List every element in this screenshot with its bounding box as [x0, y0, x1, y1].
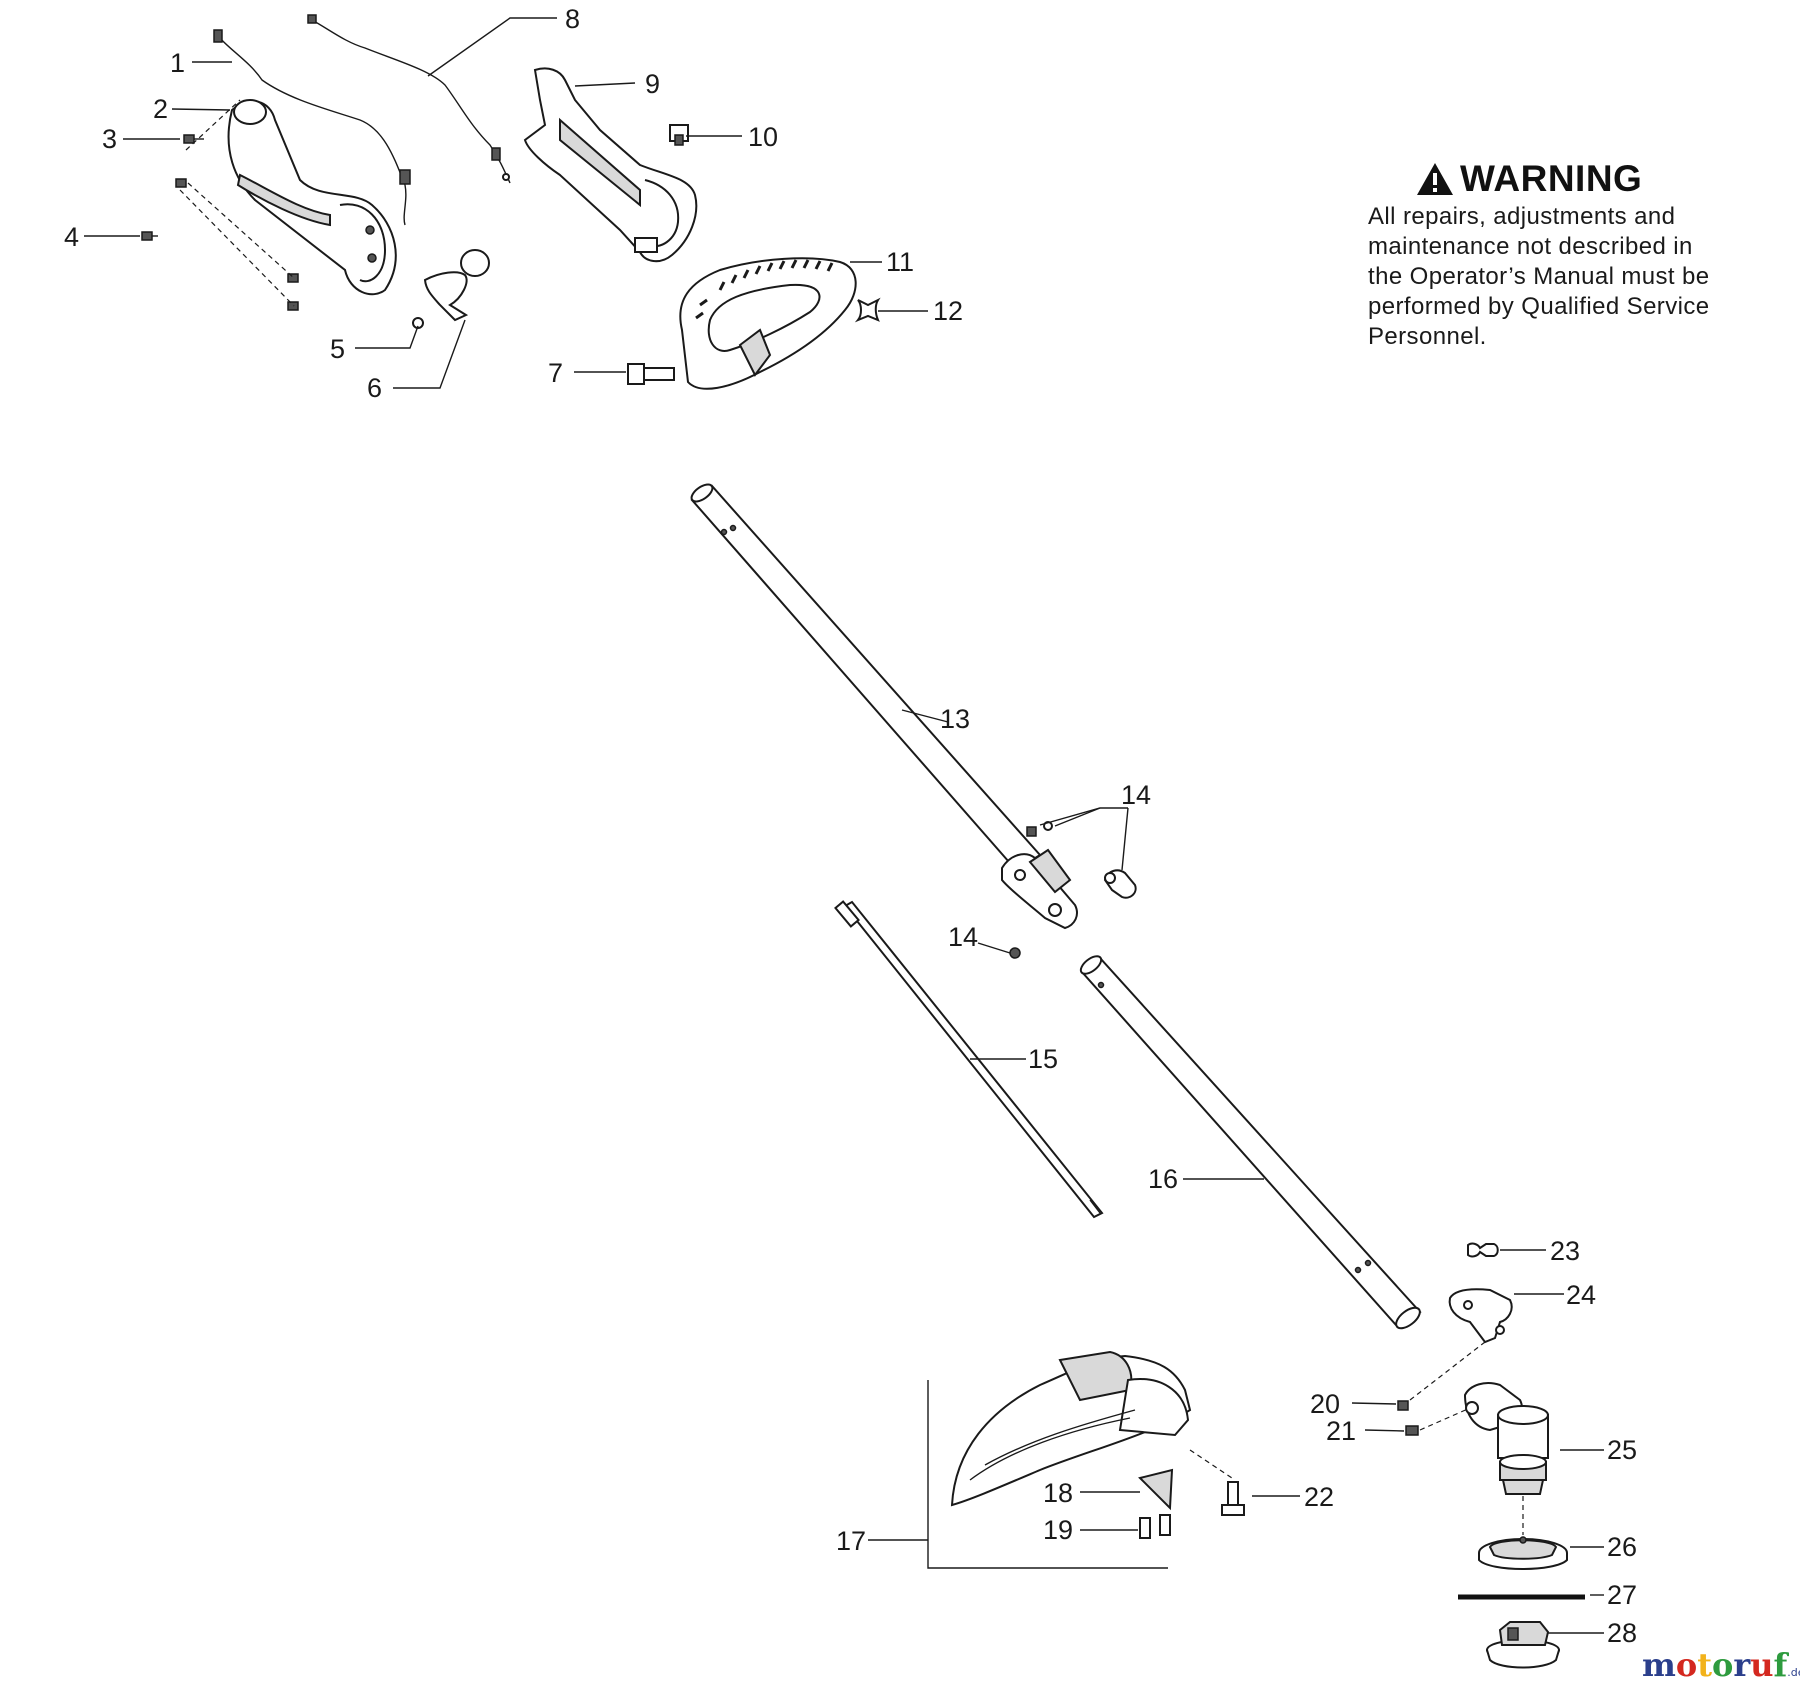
part-16-lower-tube — [1079, 955, 1422, 1330]
part-4-screw — [141, 231, 158, 241]
part-1-ignition-wire — [213, 29, 411, 226]
callout-27: 27 — [1607, 1580, 1637, 1610]
callout-11: 11 — [886, 247, 914, 277]
part-13-upper-tube — [690, 483, 1042, 872]
warning-line: Personnel. — [1368, 323, 1487, 350]
part-2-handle-housing — [227, 99, 397, 296]
part-11-loop-handle — [679, 257, 857, 390]
warning-line: the Operator’s Manual must be — [1368, 263, 1710, 290]
callout-22: 22 — [1304, 1482, 1334, 1512]
callout-2: 2 — [153, 94, 168, 124]
callout-23: 23 — [1550, 1236, 1580, 1266]
callout-labels: 1 2 3 4 5 6 7 8 9 10 11 12 13 14 14 15 1… — [64, 4, 1637, 1648]
warning-title-text: WARNING — [1460, 158, 1643, 199]
brand-letter: o — [1675, 1646, 1698, 1684]
part-8-throttle-cable — [307, 14, 511, 184]
callout-17: 17 — [836, 1526, 866, 1556]
part-28-spool-cap — [1486, 1621, 1560, 1669]
callout-4: 4 — [64, 222, 79, 252]
callout-6: 6 — [367, 373, 382, 403]
callout-8: 8 — [565, 4, 580, 34]
part-18-line-cutter — [1138, 1468, 1174, 1511]
part-6-trigger — [423, 249, 490, 322]
callout-25: 25 — [1607, 1435, 1637, 1465]
callout-18: 18 — [1043, 1478, 1073, 1508]
brand-watermark: motoruf.de — [1642, 1646, 1800, 1684]
brand-letter: o — [1711, 1646, 1734, 1684]
callout-1: 1 — [170, 48, 185, 78]
brand-letter: t — [1697, 1646, 1712, 1684]
warning-line: performed by Qualified Service — [1368, 293, 1710, 320]
part-22-bolt — [1189, 1449, 1245, 1516]
callout-21: 21 — [1326, 1416, 1356, 1446]
part-3-screw — [183, 134, 204, 144]
part-25-gear-head — [1463, 1382, 1549, 1535]
warning-text: All repairs, adjustments and maintenance… — [1368, 202, 1768, 352]
callout-16: 16 — [1148, 1164, 1178, 1194]
brand-letter: u — [1750, 1646, 1774, 1684]
part-17-guard — [927, 1350, 1192, 1569]
part-7-bolt — [627, 363, 675, 385]
part-10-switch — [669, 124, 689, 146]
callout-5: 5 — [330, 334, 345, 364]
brand-letter: m — [1642, 1646, 1676, 1684]
callout-20: 20 — [1310, 1389, 1340, 1419]
part-20-screw — [1397, 1400, 1409, 1411]
warning-box: WARNING All repairs, adjustments and mai… — [1368, 158, 1768, 352]
callout-19: 19 — [1043, 1515, 1073, 1545]
callout-26: 26 — [1607, 1532, 1637, 1562]
warning-line: All repairs, adjustments and — [1368, 203, 1676, 230]
callout-24: 24 — [1566, 1280, 1596, 1310]
callout-7: 7 — [548, 358, 563, 388]
part-12-wing-nut — [854, 297, 881, 323]
part-19-screws — [1139, 1514, 1171, 1539]
callout-9: 9 — [645, 69, 660, 99]
part-23-wing-nut — [1467, 1242, 1499, 1258]
part-24-clamp — [1448, 1288, 1513, 1344]
part-21-screw — [1405, 1341, 1486, 1436]
warning-line: maintenance not described in — [1368, 233, 1693, 260]
callout-15: 15 — [1028, 1044, 1058, 1074]
callout-10: 10 — [748, 122, 778, 152]
brand-letter: r — [1733, 1646, 1751, 1684]
part-9-handle-half — [523, 67, 698, 263]
brand-suffix: .de — [1787, 1666, 1800, 1679]
part-14-coupler — [1001, 821, 1137, 959]
callout-14a: 14 — [1121, 780, 1151, 810]
leader-lines — [84, 17, 1604, 1634]
callout-13: 13 — [940, 704, 970, 734]
callout-3: 3 — [102, 124, 117, 154]
part-26-hub — [1478, 1536, 1568, 1570]
warning-title: WARNING — [1416, 158, 1768, 200]
side-screws — [175, 99, 299, 311]
callout-12: 12 — [933, 296, 963, 326]
callout-14b: 14 — [948, 922, 978, 952]
callout-28: 28 — [1607, 1618, 1637, 1648]
brand-letter: f — [1773, 1646, 1788, 1684]
warning-icon — [1417, 163, 1453, 195]
